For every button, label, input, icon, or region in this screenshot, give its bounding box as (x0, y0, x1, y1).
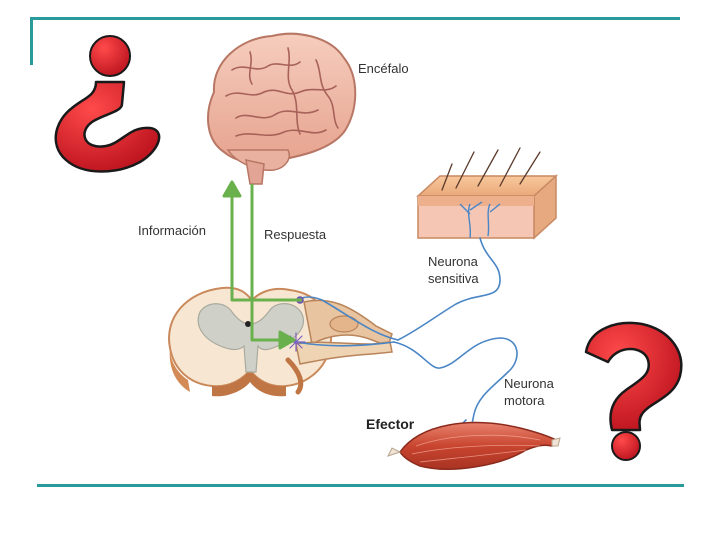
label-neurona-sensitiva-line2: sensitiva (428, 271, 479, 286)
response-arrow (250, 184, 296, 350)
effector-muscle-illustration (387, 421, 561, 470)
label-encefalo: Encéfalo (358, 61, 409, 76)
skin-receptor-illustration (416, 147, 558, 240)
label-efector: Efector (366, 416, 415, 432)
label-neurona-sensitiva-line1: Neurona (428, 254, 479, 269)
bottom-rule (37, 484, 684, 487)
left-rule (30, 17, 33, 65)
label-neurona-motora-line1: Neurona (504, 376, 555, 391)
brain-illustration (207, 32, 357, 185)
top-rule (30, 17, 680, 20)
information-arrow (222, 180, 302, 302)
label-neurona-motora-line2: motora (504, 393, 545, 408)
label-respuesta: Respuesta (264, 227, 327, 242)
motor-neuron-body-icon (286, 332, 306, 352)
label-informacion: Información (138, 223, 206, 238)
question-mark-icon (584, 321, 683, 461)
inverted-question-mark-icon (54, 35, 161, 173)
